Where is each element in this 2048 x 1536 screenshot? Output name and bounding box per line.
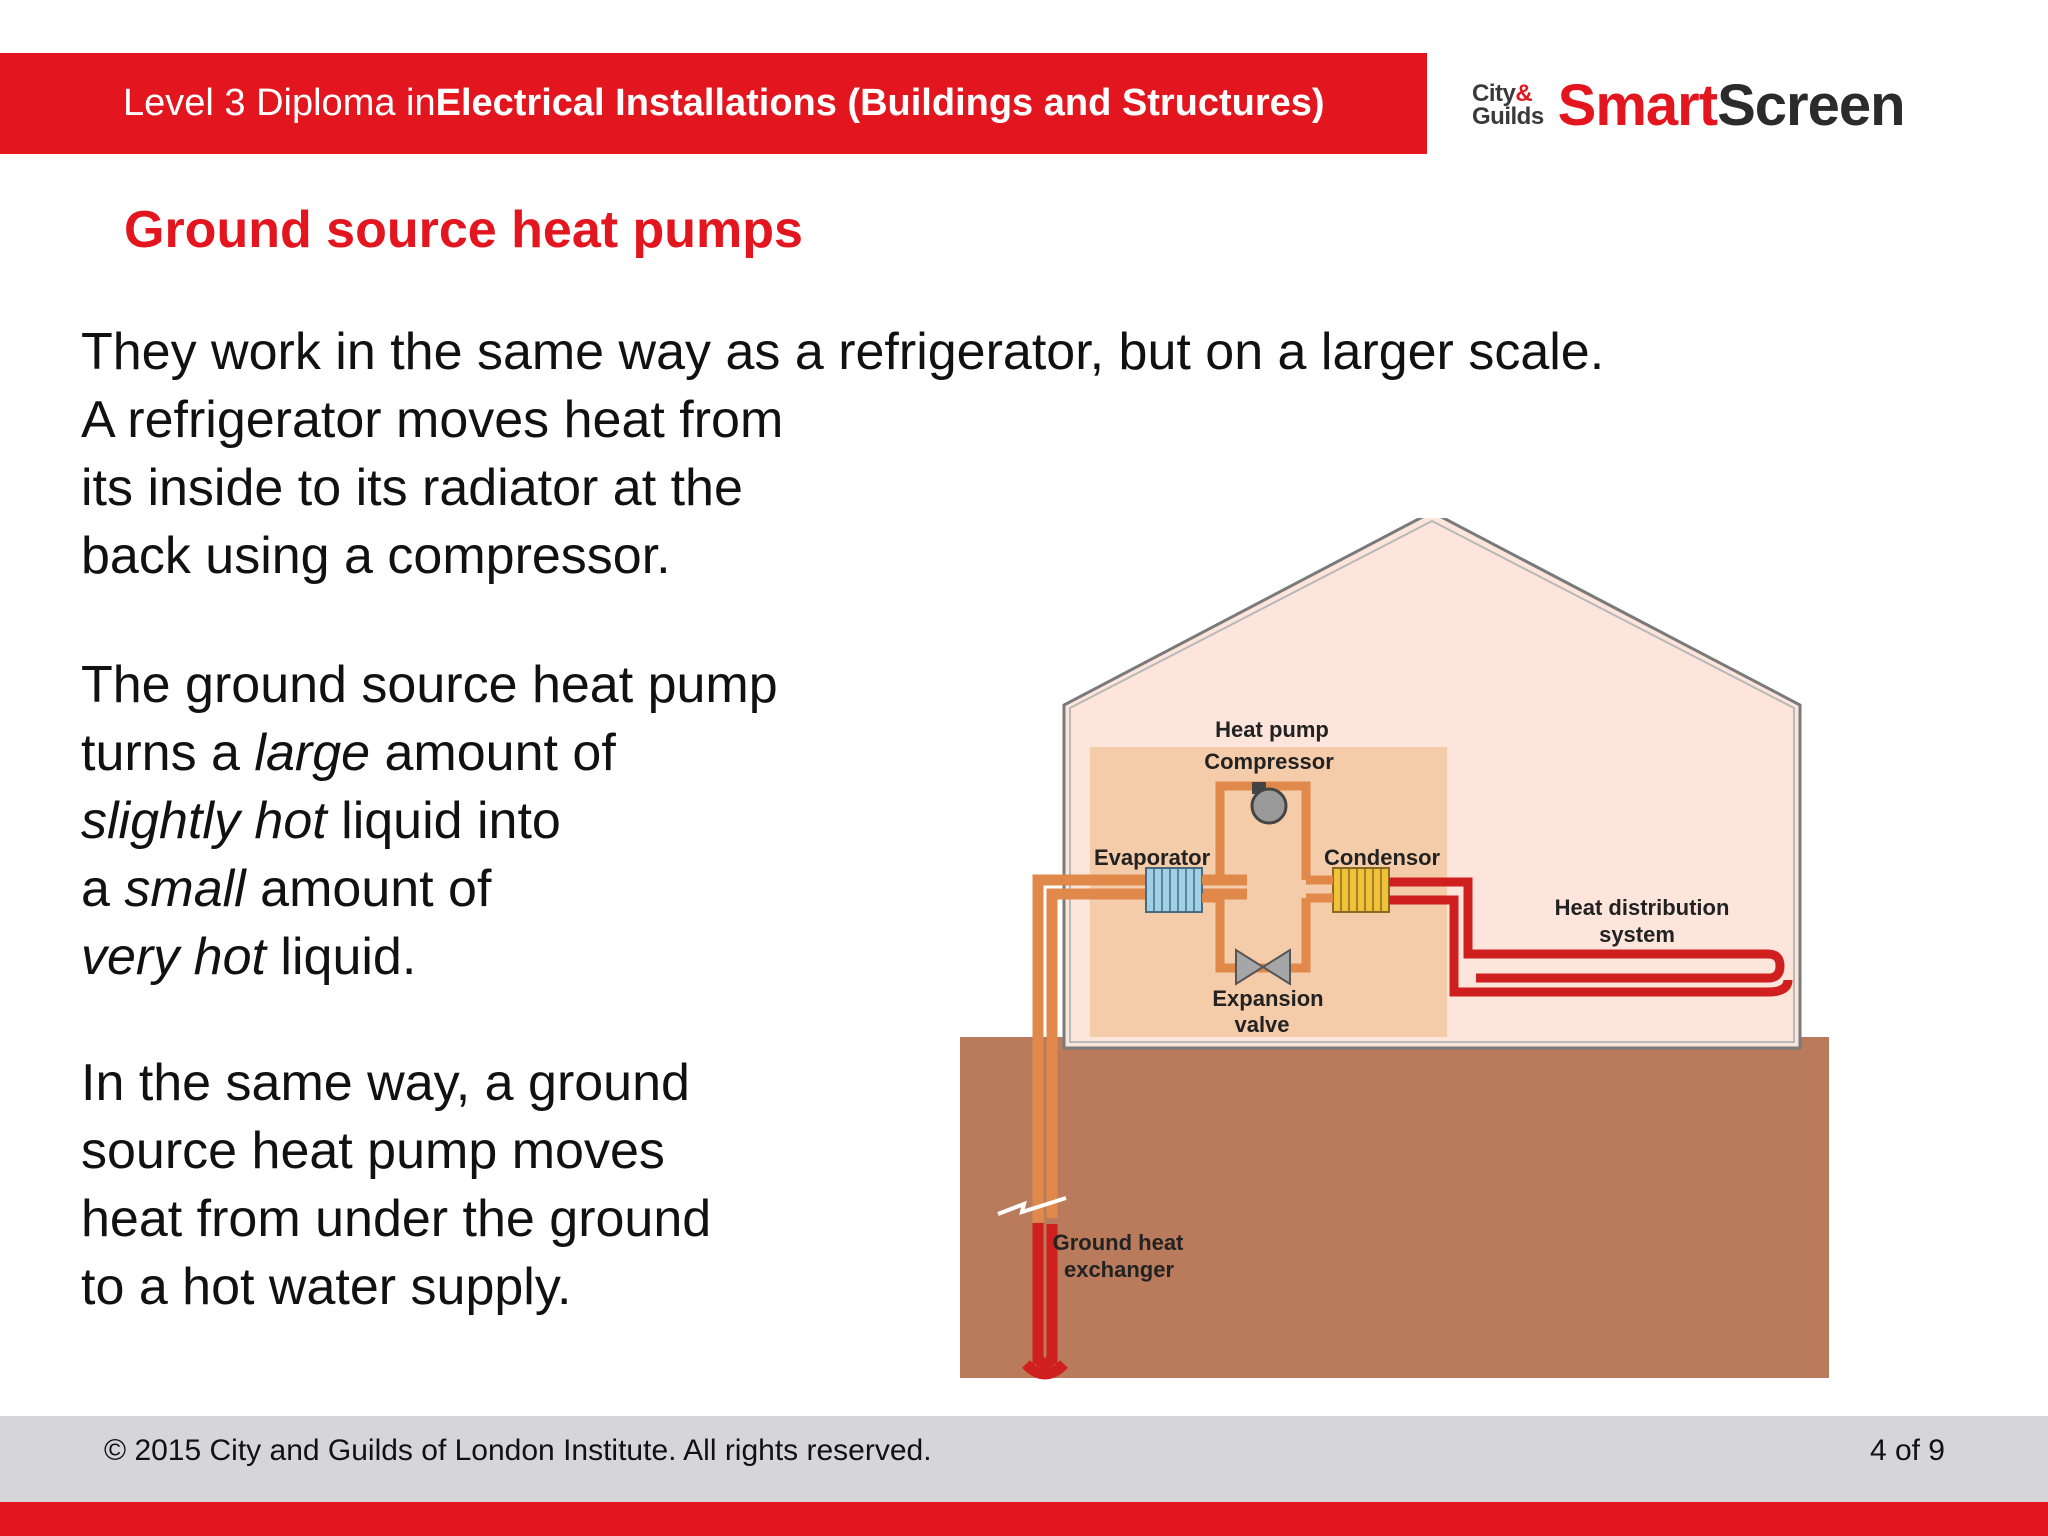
- para2-emphasis: slightly hot: [81, 792, 327, 850]
- para2-text: amount of: [370, 724, 616, 782]
- para3-line: In the same way, a ground: [81, 1054, 690, 1112]
- label-heat-pump: Heat pump: [1215, 717, 1329, 742]
- heat-pump-diagram: Heat pump Compressor Evaporator Condenso…: [960, 518, 1829, 1380]
- para2-line: a small amount of: [81, 855, 778, 923]
- logo-smart: Smart: [1557, 72, 1718, 138]
- condensor-connect: [1306, 875, 1333, 903]
- expansion-valve-icon: [1235, 948, 1265, 986]
- para2-text: liquid.: [265, 928, 417, 986]
- para2-line: slightly hot liquid into: [81, 787, 778, 855]
- logo-amp: &: [1515, 80, 1533, 107]
- label-valve: valve: [1234, 1012, 1289, 1037]
- label-evaporator: Evaporator: [1094, 845, 1211, 870]
- slide-title: Ground source heat pumps: [124, 201, 803, 259]
- para2-emphasis: very hot: [81, 928, 266, 986]
- para2-line: turns a large amount of: [81, 719, 778, 787]
- ground-exchanger-pipes: [1032, 1232, 1058, 1364]
- para2-text: liquid into: [326, 792, 561, 850]
- evaporator-icon: [1145, 867, 1203, 913]
- evaporator-connect: [1202, 875, 1220, 903]
- para1-line: A refrigerator moves heat from: [81, 391, 784, 449]
- para3-line: to a hot water supply.: [81, 1258, 572, 1316]
- footer-copyright: © 2015 City and Guilds of London Institu…: [104, 1434, 932, 1467]
- house-inner-outline: [1069, 519, 1795, 1043]
- page-indicator: 4 of 9: [1869, 1434, 1945, 1467]
- heat-distribution-pipe-top: [1389, 877, 1785, 983]
- para3-line: source heat pump moves: [81, 1122, 665, 1180]
- expansion-valve-icon-right: [1261, 948, 1291, 986]
- city-and-guilds-smartscreen-logo: City& Guilds SmartScreen: [1472, 72, 1906, 139]
- evaporator-fins: [1153, 868, 1195, 912]
- logo-guilds: Guilds: [1472, 103, 1544, 130]
- para2-text: The ground source heat pump: [81, 656, 778, 714]
- label-heat-distribution: Heat distribution: [1555, 895, 1730, 920]
- label-expansion: Expansion: [1212, 986, 1323, 1011]
- condensor-icon: [1332, 867, 1390, 913]
- paragraph-refrigerator: A refrigerator moves heat from its insid…: [81, 386, 783, 590]
- para2-emphasis: large: [254, 724, 371, 782]
- para2-text: a: [81, 860, 125, 918]
- city-and-guilds-mark: City& Guilds: [1472, 80, 1544, 130]
- ground-loop-warm-pipe: [1032, 874, 1247, 1223]
- label-condensor: Condensor: [1324, 845, 1441, 870]
- pipe-break-mark: [997, 1196, 1067, 1216]
- footer-bar: [0, 1416, 2048, 1502]
- compressor-icon: [1250, 787, 1288, 825]
- logo-city: City: [1472, 80, 1516, 107]
- heat-distribution-pipe-bottom: [1389, 895, 1793, 997]
- para3-line: heat from under the ground: [81, 1190, 712, 1248]
- para2-text: amount of: [245, 860, 492, 918]
- paragraph-ground-source: In the same way, a ground source heat pu…: [81, 1049, 711, 1321]
- para2-line: very hot liquid.: [81, 923, 778, 991]
- course-prefix: Level 3 Diploma in: [123, 82, 436, 124]
- condensor-fins: [1340, 868, 1382, 912]
- paragraph-heat-pump: The ground source heat pump turns a larg…: [81, 651, 778, 991]
- para1-line: back using a compressor.: [81, 527, 671, 585]
- intro-line: They work in the same way as a refrigera…: [81, 323, 1605, 381]
- para2-line: The ground source heat pump: [81, 651, 778, 719]
- smartscreen-wordmark: SmartScreen: [1557, 72, 1906, 139]
- label-compressor: Compressor: [1204, 749, 1334, 774]
- label-exchanger: exchanger: [1064, 1257, 1174, 1282]
- header-bar: Level 3 Diploma in Electrical Installati…: [0, 53, 1427, 154]
- bottom-red-strip: [0, 1502, 2048, 1536]
- para2-emphasis: small: [124, 860, 246, 918]
- logo-screen: Screen: [1717, 72, 1905, 138]
- course-name: Electrical Installations (Buildings and …: [435, 82, 1325, 124]
- ground-block: [960, 1037, 1829, 1378]
- para2-text: turns a: [81, 724, 255, 782]
- label-ground-heat: Ground heat: [1053, 1230, 1184, 1255]
- para1-line: its inside to its radiator at the: [81, 459, 743, 517]
- ground-exchanger-bend: [1022, 1359, 1068, 1380]
- label-heat-distribution-system: system: [1599, 922, 1675, 947]
